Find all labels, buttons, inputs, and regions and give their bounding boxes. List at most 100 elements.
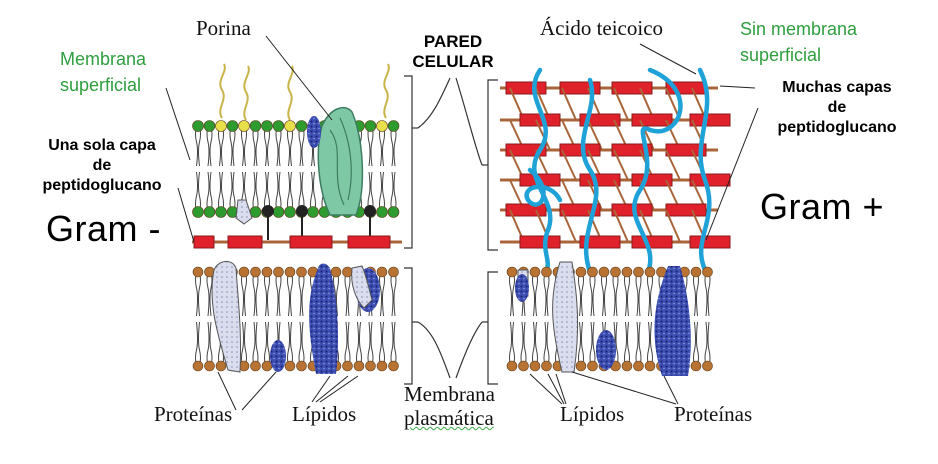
sin-membrana-superficial-label: Sin membrana superficial bbox=[740, 16, 857, 68]
lipid-tail bbox=[232, 125, 236, 167]
plasma-membrane-right-heads bbox=[506, 266, 713, 372]
lipid-head bbox=[203, 120, 216, 132]
membrane-proteins-left bbox=[211, 261, 380, 374]
una-sola-capa-line-3: peptidoglucano bbox=[42, 177, 162, 194]
lipid-head bbox=[307, 206, 319, 218]
lipid-tail bbox=[509, 321, 512, 367]
lipid-tail bbox=[264, 125, 267, 167]
lipid-tail bbox=[638, 321, 642, 367]
lipid-tail bbox=[367, 125, 371, 167]
lipid-tail bbox=[624, 321, 627, 367]
lipid-head bbox=[541, 266, 552, 278]
lipid-tail bbox=[290, 271, 293, 317]
lipid-tail bbox=[367, 321, 371, 367]
lipid-head bbox=[633, 266, 644, 278]
lipid-head bbox=[250, 360, 261, 372]
lipid-tail bbox=[241, 321, 244, 367]
lipid-head bbox=[376, 120, 388, 132]
lipid-tail bbox=[301, 125, 305, 167]
lipid-tail bbox=[604, 271, 607, 317]
porina-label: Porina bbox=[196, 16, 251, 40]
lipid-head bbox=[388, 360, 399, 372]
lipid-tail bbox=[382, 171, 385, 213]
lipid-head bbox=[364, 120, 377, 132]
lipid-tail bbox=[267, 321, 270, 367]
lipid-head bbox=[272, 120, 285, 132]
lipid-tail bbox=[209, 321, 213, 367]
lipid-head bbox=[204, 360, 215, 372]
membrana-plasmatica-line-1: Membrana bbox=[404, 382, 495, 406]
lipid-tail bbox=[218, 125, 221, 167]
lipid-tail bbox=[264, 321, 267, 367]
lipid-tail bbox=[313, 171, 316, 213]
pg-block bbox=[505, 203, 547, 217]
lps-chain bbox=[383, 63, 390, 119]
lipopolysaccharide-chains bbox=[219, 63, 390, 121]
lipid-tail bbox=[543, 321, 547, 367]
lipid-head bbox=[621, 360, 633, 372]
lipid-tail bbox=[379, 125, 382, 167]
lipid-tail bbox=[241, 271, 244, 317]
lipid-head bbox=[272, 206, 285, 218]
lipid-tail bbox=[275, 125, 279, 167]
lipid-tail bbox=[707, 321, 711, 367]
lipid-tail bbox=[638, 271, 642, 317]
lipid-tail bbox=[209, 171, 213, 213]
membrana-plasmatica-line-2: plasmática bbox=[404, 406, 494, 430]
lipid-tail bbox=[275, 271, 279, 317]
lipid-tail bbox=[379, 271, 382, 317]
lipid-tail bbox=[581, 321, 584, 367]
una-sola-capa-line-2: de bbox=[92, 157, 112, 174]
lipid-tail bbox=[255, 271, 259, 317]
lipid-tail bbox=[512, 321, 515, 367]
lipid-tail bbox=[287, 171, 290, 213]
lps-chain bbox=[243, 65, 250, 121]
pg-block bbox=[611, 81, 653, 95]
lipid-head bbox=[387, 206, 400, 218]
lipid-head bbox=[342, 360, 353, 372]
lipid-head bbox=[587, 360, 598, 372]
lipid-tail bbox=[707, 271, 711, 317]
lipid-tail bbox=[267, 271, 270, 317]
lipid-head bbox=[284, 360, 296, 372]
membrana-superficial-line-2: superficial bbox=[60, 75, 142, 95]
lipid-tail bbox=[244, 271, 247, 317]
lipid-head bbox=[365, 360, 376, 372]
outer-membrane-protein bbox=[235, 116, 321, 225]
lipid-tail bbox=[198, 125, 201, 167]
lps-chain bbox=[287, 65, 294, 121]
lipid-tail bbox=[535, 321, 538, 367]
lipid-head bbox=[506, 266, 518, 278]
una-sola-capa-label: Una sola capa de peptidoglucano bbox=[18, 136, 186, 196]
lipid-head bbox=[192, 120, 204, 132]
bracket-icon bbox=[404, 75, 418, 385]
lipid-head bbox=[353, 360, 365, 372]
lipid-tail bbox=[356, 321, 359, 367]
lipid-tail bbox=[301, 271, 305, 317]
pg-crosslink bbox=[665, 149, 681, 181]
lipid-tail bbox=[252, 171, 256, 213]
lipid-head bbox=[261, 266, 273, 278]
lipoproteins bbox=[262, 205, 376, 240]
lipid-tail bbox=[390, 271, 394, 317]
lipid-tail bbox=[650, 321, 653, 367]
lipid-tail bbox=[221, 171, 224, 213]
lipid-tail bbox=[390, 125, 394, 167]
lipid-tail bbox=[382, 321, 385, 367]
lipid-head bbox=[296, 266, 307, 278]
lipid-tail bbox=[278, 125, 282, 167]
lipid-head bbox=[702, 360, 713, 372]
outer-membrane-tails bbox=[195, 125, 397, 213]
lipid-tail bbox=[578, 271, 581, 317]
muchas-capas-label: Muchas capas de peptidoglucano bbox=[752, 78, 922, 138]
lipid-tail bbox=[647, 321, 650, 367]
lipid-head bbox=[192, 266, 204, 278]
lipid-tail bbox=[287, 321, 290, 367]
lipid-tail bbox=[520, 321, 524, 367]
lipid-tail bbox=[650, 271, 653, 317]
lipid-tail bbox=[370, 321, 374, 367]
pg-crosslink bbox=[561, 149, 577, 181]
lipid-tail bbox=[298, 321, 302, 367]
lipid-tail bbox=[612, 271, 616, 317]
lipid-head bbox=[690, 360, 702, 372]
